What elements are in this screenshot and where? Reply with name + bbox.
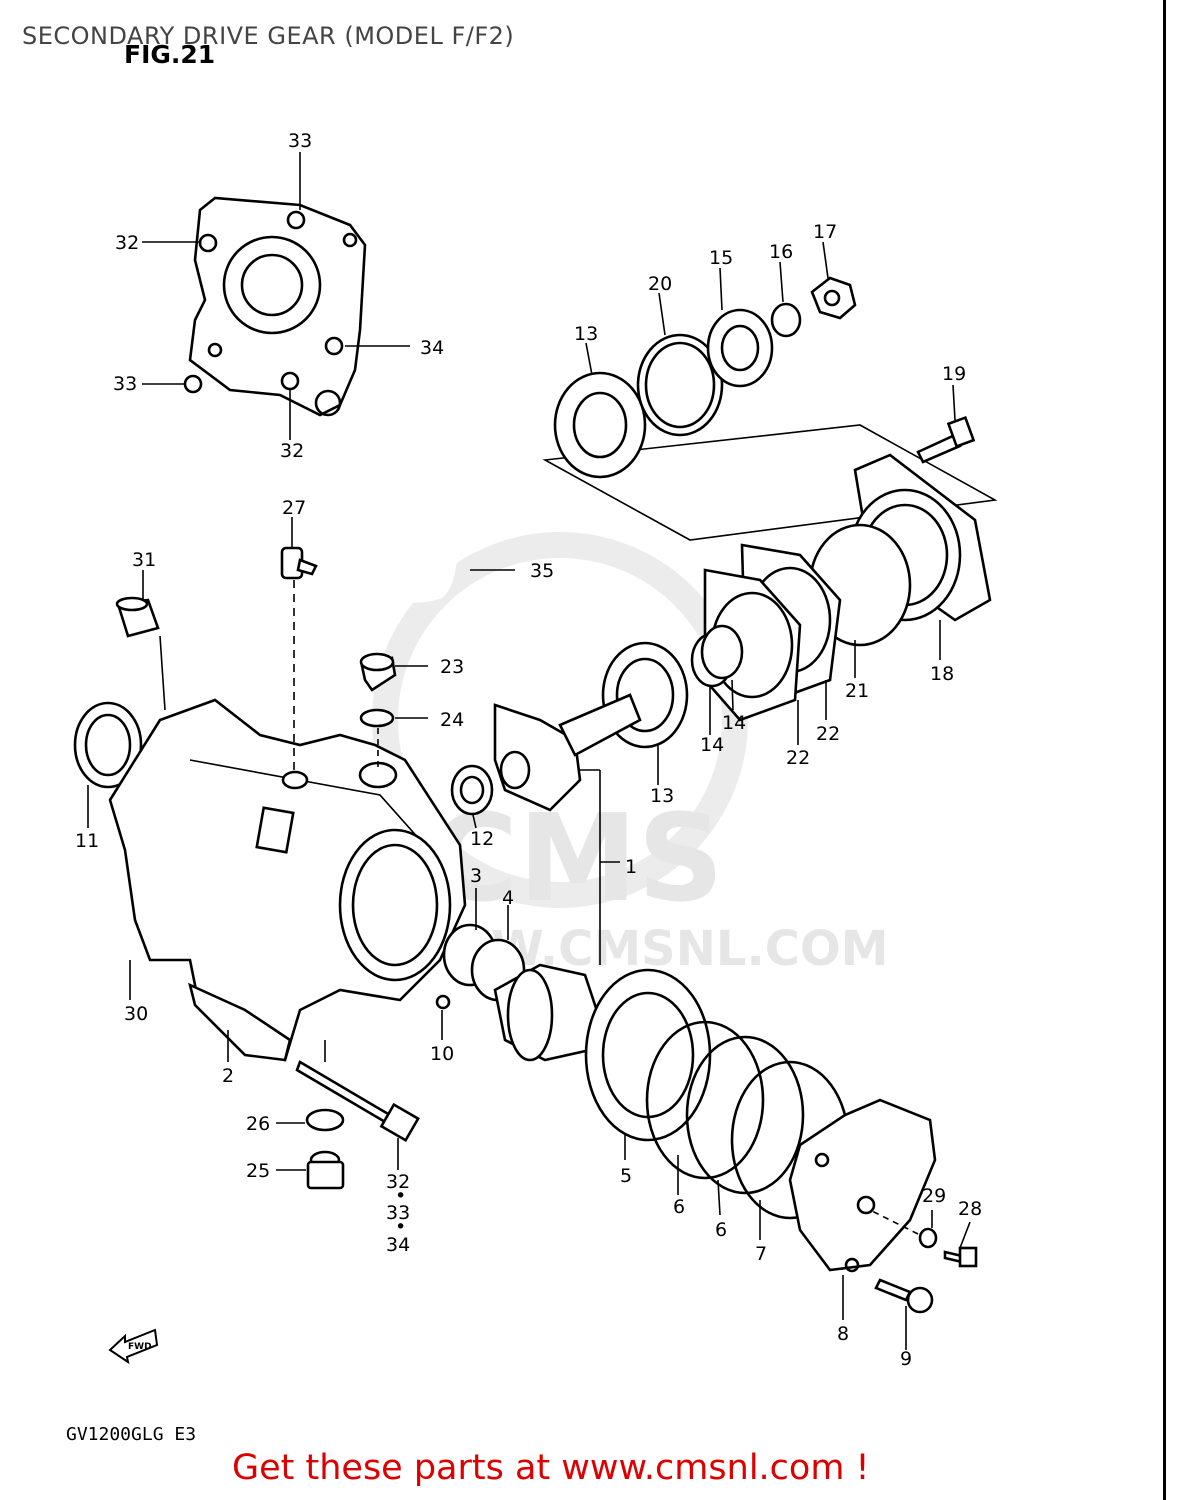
needle-bearing-12: [450, 764, 494, 816]
callout-5: 5: [620, 1165, 632, 1187]
callout-6: 6: [715, 1219, 727, 1241]
callout-labels: 33 32 34 33 32 27 31 35 23 24 12 11 30 2…: [75, 130, 982, 1370]
callout-15: 15: [709, 247, 733, 269]
cover-plate-18: [703, 453, 992, 722]
plug-23: [359, 652, 397, 728]
fwd-arrow-icon: FWD: [108, 1328, 159, 1365]
svg-text:•: •: [395, 1185, 406, 1207]
callout-19: 19: [942, 363, 966, 385]
callout-9: 9: [900, 1348, 912, 1370]
callout-1: 1: [625, 856, 637, 878]
callout-8: 8: [837, 1323, 849, 1345]
fwd-label: FWD: [128, 1342, 152, 1352]
figure-label: FIG.21: [124, 40, 216, 69]
fitting-27: [280, 546, 318, 580]
drive-pinion: [493, 624, 744, 812]
callout-33: 33: [113, 373, 137, 395]
callout-31: 31: [132, 549, 156, 571]
page-border: [1163, 0, 1166, 1500]
callout-13: 13: [650, 785, 674, 807]
callout-33: 33: [288, 130, 312, 152]
callout-32: 32: [386, 1171, 410, 1193]
model-code: GV1200GLG E3: [66, 1424, 197, 1445]
callout-17: 17: [813, 221, 837, 243]
callout-11: 11: [75, 830, 99, 852]
leader-lines: [87, 152, 971, 1350]
breather-hose: [326, 181, 674, 603]
callout-29: 29: [922, 1185, 946, 1207]
callout-10: 10: [430, 1043, 454, 1065]
small-hardware: [295, 1060, 978, 1314]
callout-33: 33: [386, 1202, 410, 1224]
callout-27: 27: [282, 497, 306, 519]
callout-3: 3: [470, 865, 482, 887]
callout-30: 30: [124, 1003, 148, 1025]
callout-34: 34: [420, 337, 444, 359]
callout-6: 6: [673, 1196, 685, 1218]
collar-31: [115, 596, 160, 638]
bearing-kit: [542, 276, 998, 541]
ring-gear: [435, 923, 850, 1220]
oil-seal-11: [73, 701, 143, 789]
end-cover-8: [788, 1098, 937, 1273]
callout-28: 28: [958, 1198, 982, 1220]
callout-14: 14: [722, 712, 746, 734]
gear-case-2: [108, 698, 467, 1062]
callout-26: 26: [246, 1113, 270, 1135]
callout-18: 18: [930, 663, 954, 685]
footer-link[interactable]: Get these parts at www.cmsnl.com !: [232, 1448, 870, 1488]
callout-24: 24: [440, 709, 464, 731]
callout-34: 34: [386, 1234, 410, 1256]
crankcase-inset: [183, 196, 367, 417]
callout-32: 32: [280, 440, 304, 462]
callout-2: 2: [222, 1065, 234, 1087]
callout-4: 4: [502, 887, 514, 909]
bolt-19: [916, 415, 976, 464]
callout-13: 13: [574, 323, 598, 345]
callout-7: 7: [755, 1243, 767, 1265]
callout-23: 23: [440, 656, 464, 678]
callout-21: 21: [845, 680, 869, 702]
callout-16: 16: [769, 241, 793, 263]
callout-22: 22: [786, 747, 810, 769]
svg-text:•: •: [395, 1216, 406, 1238]
callout-14: 14: [700, 734, 724, 756]
callout-20: 20: [648, 273, 672, 295]
callout-32: 32: [115, 232, 139, 254]
page-title: SECONDARY DRIVE GEAR (MODEL F/F2): [22, 22, 515, 50]
callout-22: 22: [816, 723, 840, 745]
callout-35: 35: [530, 560, 554, 582]
callout-12: 12: [470, 828, 494, 850]
callout-25: 25: [246, 1160, 270, 1182]
